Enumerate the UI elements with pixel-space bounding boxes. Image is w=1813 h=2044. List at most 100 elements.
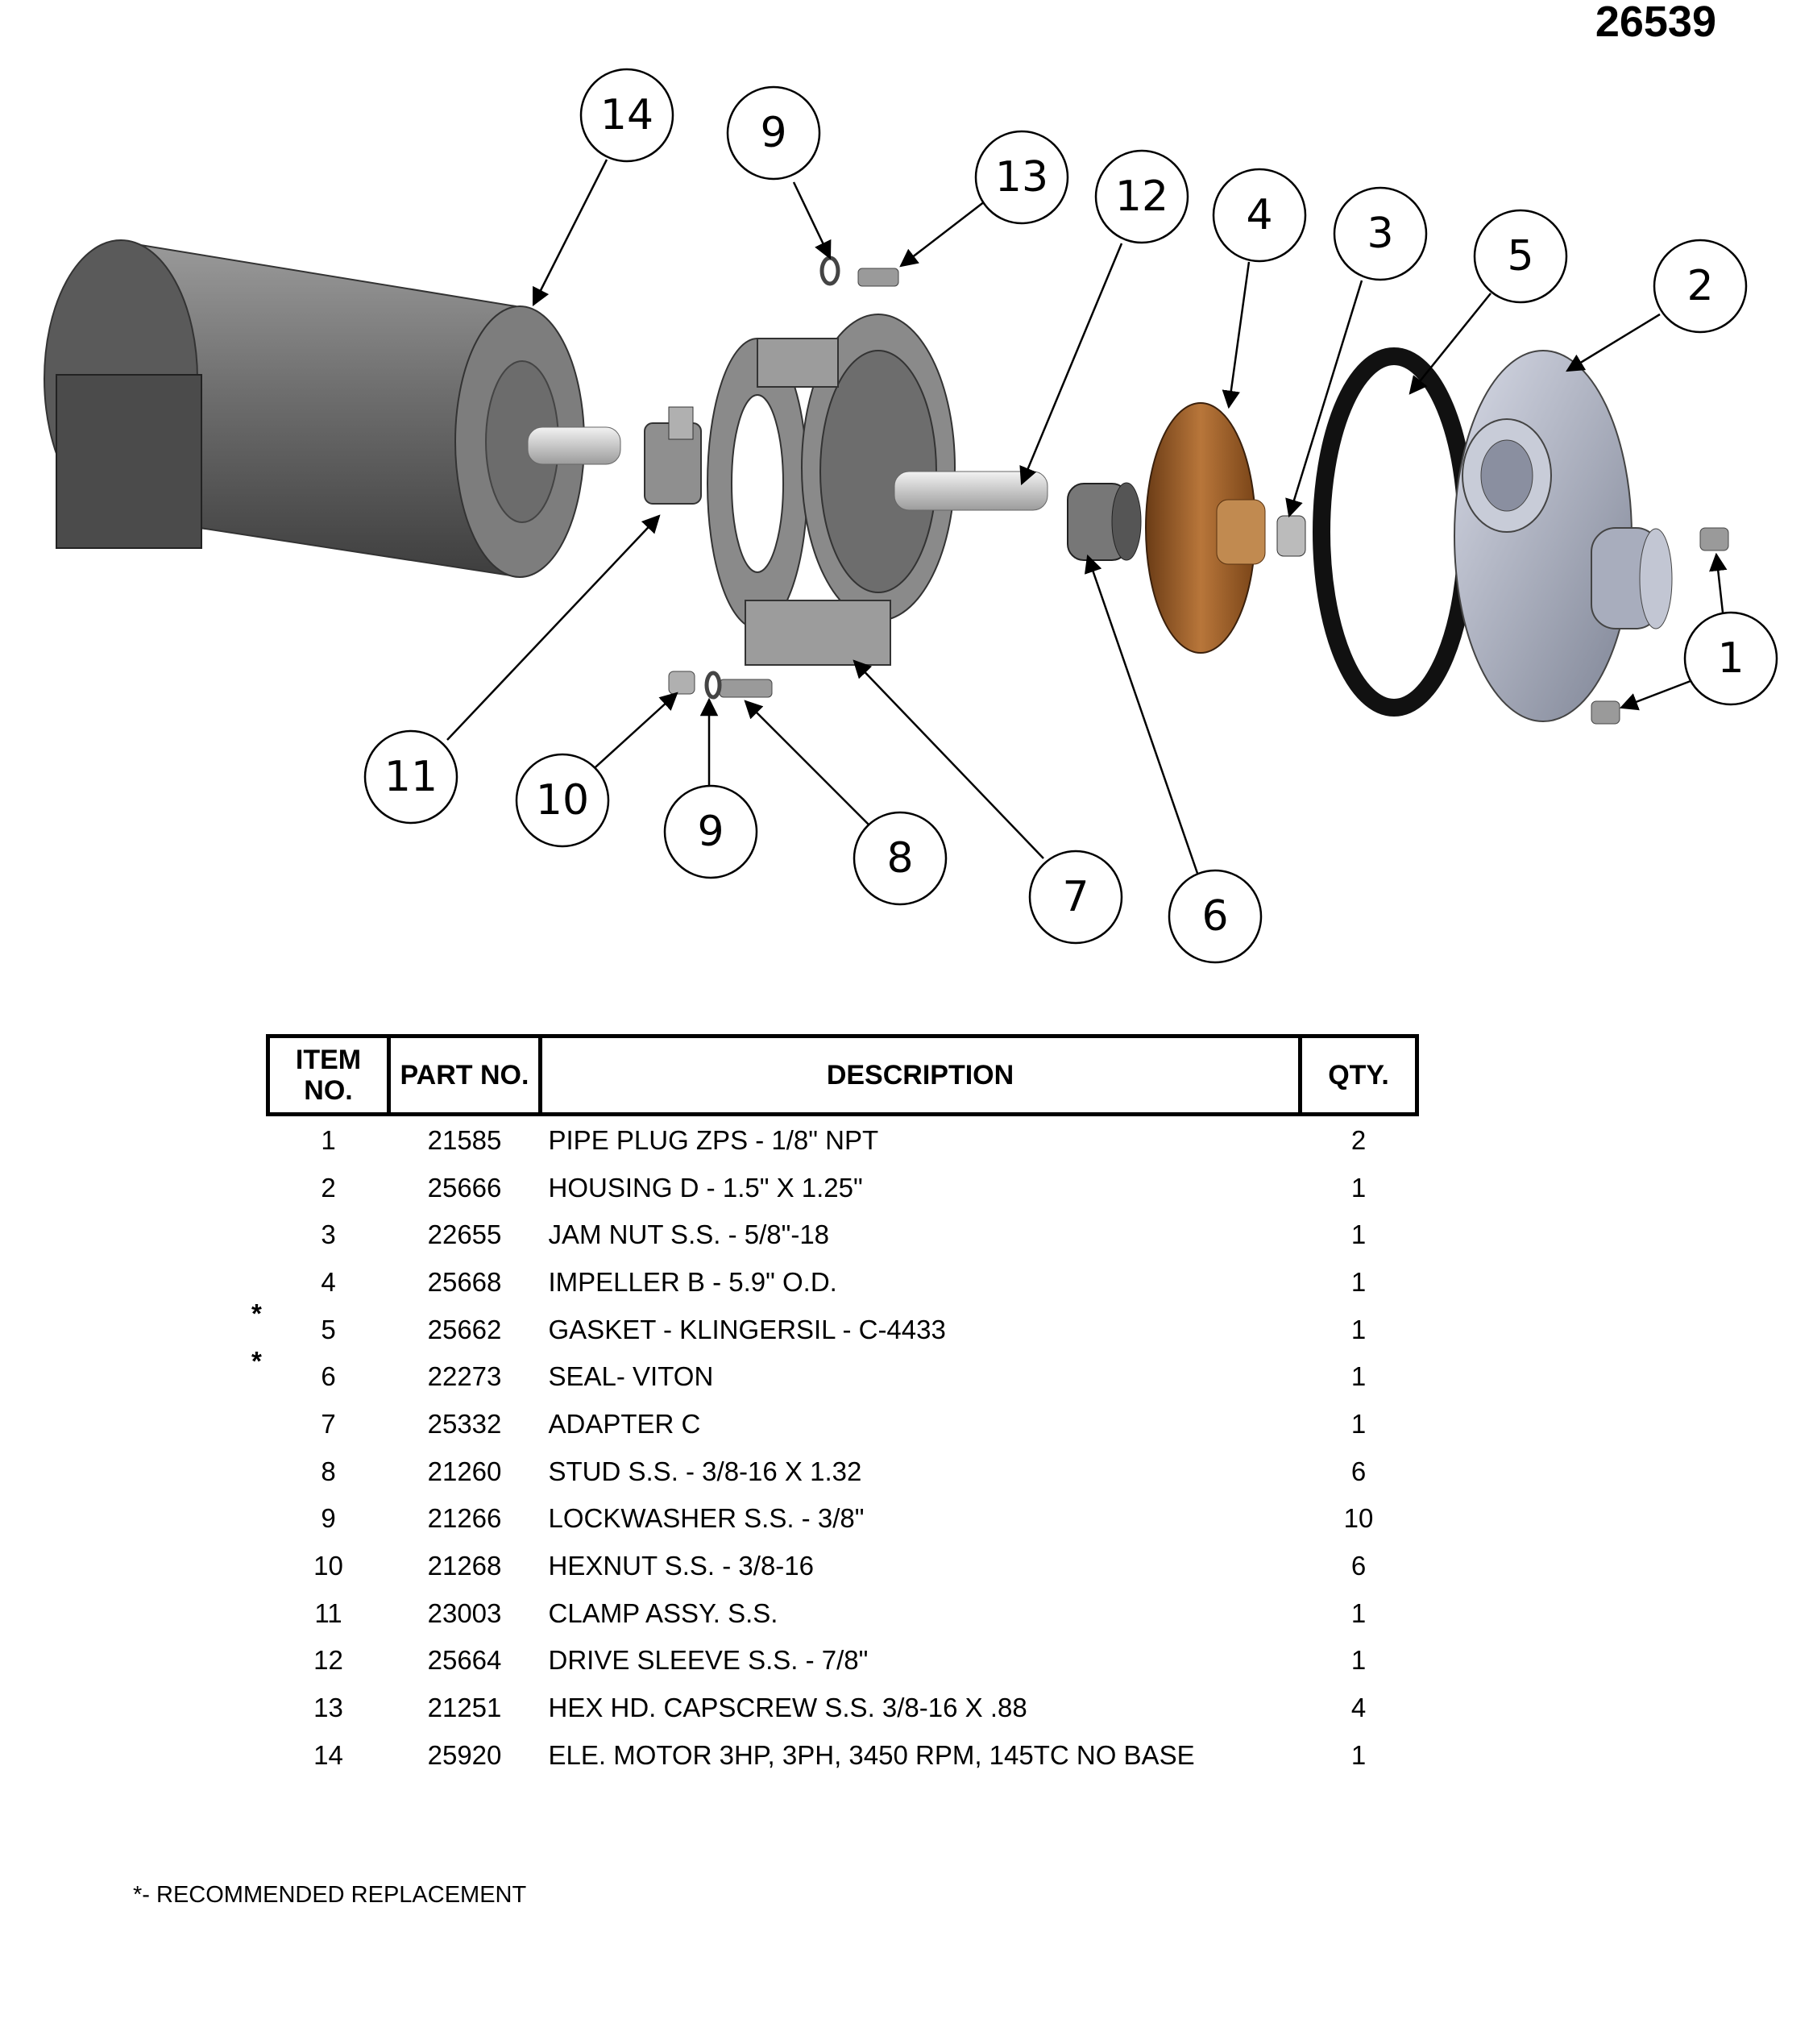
seal-part [1067,482,1142,561]
callout-label: 12 [1115,172,1168,221]
header-qty: QTY. [1298,1034,1419,1116]
adapter-part [707,314,1048,666]
table-row: 14 25920 ELE. MOTOR 3HP, 3PH, 3450 RPM, 14… [268,1731,1417,1779]
cell-description: HOUSING D - 1.5" X 1.25" [548,1172,863,1203]
callout-label: 2 [1686,262,1713,310]
cell-qty: 1 [1350,1645,1367,1676]
table-row: 8 21260 STUD S.S. - 3/8-16 X 1.32 6 [268,1448,1417,1495]
callout-labels: 14 9 13 12 4 3 5 2 1 11 10 9 8 7 6 [384,91,1745,941]
table-row: 10 21268 HEXNUT S.S. - 3/8-16 6 [268,1542,1417,1589]
callout-label: 6 [1201,892,1228,941]
pipe-plug-upper-part [1699,527,1729,551]
cell-description: ADAPTER C [548,1408,701,1439]
cell-item-no: 12 [313,1645,343,1676]
cell-item-no: 8 [321,1456,336,1486]
housing-part [1454,350,1673,722]
recommended-replacement-mark: * [251,1345,262,1376]
cell-part-no: 25666 [427,1172,502,1203]
recommended-replacement-mark: * [251,1298,262,1328]
cell-part-no: 22655 [427,1219,502,1250]
header-description: DESCRIPTION [538,1034,1302,1116]
cell-part-no: 25662 [427,1314,502,1344]
cell-description: ELE. MOTOR 3HP, 3PH, 3450 RPM, 145TC NO … [548,1739,1195,1770]
cell-part-no: 23003 [427,1597,502,1628]
cell-part-no: 21268 [427,1551,502,1581]
callout-label: 3 [1367,210,1393,258]
cell-part-no: 25664 [427,1645,502,1676]
cell-item-no: 14 [313,1739,343,1770]
callout-label: 1 [1717,634,1744,683]
cell-qty: 6 [1350,1551,1367,1581]
cell-description: SEAL- VITON [548,1361,714,1392]
hardware-parts [668,256,899,700]
callout-label: 14 [600,91,653,139]
header-item-no: ITEM NO. [266,1034,391,1116]
leader-lines [446,159,1728,883]
cell-part-no: 25332 [427,1408,502,1439]
cell-description: GASKET - KLINGERSIL - C-4433 [548,1314,946,1344]
cell-item-no: 1 [321,1124,336,1155]
cell-description: PIPE PLUG ZPS - 1/8" NPT [548,1124,879,1155]
pipe-plug-lower-part [1591,700,1620,725]
cell-qty: 6 [1350,1456,1367,1486]
table-header-row: ITEM NO. PART NO. DESCRIPTION QTY. [266,1034,1419,1116]
callout-label: 5 [1507,232,1533,280]
jam-nut-part [1276,515,1306,557]
cell-qty: 1 [1350,1314,1367,1344]
callout-label: 10 [536,776,589,825]
cell-qty: 1 [1350,1172,1367,1203]
cell-part-no: 21260 [427,1456,502,1486]
cell-qty: 1 [1350,1266,1367,1297]
cell-part-no: 21251 [427,1693,502,1723]
callout-label: 9 [697,808,724,856]
callout-bubbles [363,68,1778,964]
cell-qty: 1 [1350,1597,1367,1628]
cell-qty: 1 [1350,1219,1367,1250]
cell-description: DRIVE SLEEVE S.S. - 7/8" [548,1645,869,1676]
cell-item-no: 5 [321,1314,336,1344]
table-row: 4 25668 IMPELLER B - 5.9" O.D. 1 [268,1258,1417,1306]
table-row: 12 25664 DRIVE SLEEVE S.S. - 7/8" 1 [268,1637,1417,1685]
cell-description: HEXNUT S.S. - 3/8-16 [548,1551,815,1581]
cell-part-no: 25668 [427,1266,502,1297]
header-part-no: PART NO. [387,1034,542,1116]
cell-description: STUD S.S. - 3/8-16 X 1.32 [548,1456,862,1486]
callout-label: 7 [1062,873,1089,921]
footnote: *- RECOMMENDED REPLACEMENT [133,1882,527,1908]
impeller-part [1145,402,1266,654]
cell-item-no: 7 [321,1408,336,1439]
motor-part [44,239,621,578]
cell-qty: 1 [1350,1361,1367,1392]
cell-item-no: 3 [321,1219,336,1250]
cell-item-no: 13 [313,1693,343,1723]
callout-label: 11 [384,753,438,801]
cell-item-no: 2 [321,1172,336,1203]
table-row: 3 22655 JAM NUT S.S. - 5/8"-18 1 [268,1211,1417,1258]
cell-description: HEX HD. CAPSCREW S.S. 3/8-16 X .88 [548,1693,1027,1723]
callout-label: 4 [1246,191,1272,239]
callout-label: 9 [760,109,786,157]
callout-label: 8 [886,834,913,883]
table-row: 13 21251 HEX HD. CAPSCREW S.S. 3/8-16 X .8… [268,1684,1417,1731]
cell-qty: 2 [1350,1124,1367,1155]
cell-description: LOCKWASHER S.S. - 3/8" [548,1503,865,1534]
exploded-view-diagram: 14 9 13 12 4 3 5 2 1 11 10 9 8 7 6 [44,68,1778,964]
cell-part-no: 22273 [427,1361,502,1392]
cell-qty: 1 [1350,1739,1367,1770]
cell-description: JAM NUT S.S. - 5/8"-18 [548,1219,830,1250]
cell-part-no: 25920 [427,1739,502,1770]
cell-qty: 4 [1350,1693,1367,1723]
cell-item-no: 4 [321,1266,336,1297]
cell-item-no: 11 [314,1597,342,1628]
cell-item-no: 10 [313,1551,343,1581]
cell-part-no: 21266 [427,1503,502,1534]
table-row: 5 25662 GASKET - KLINGERSIL - C-4433 1 [268,1306,1417,1353]
drawing-number: 26539 [1595,0,1716,46]
cell-description: IMPELLER B - 5.9" O.D. [548,1266,837,1297]
